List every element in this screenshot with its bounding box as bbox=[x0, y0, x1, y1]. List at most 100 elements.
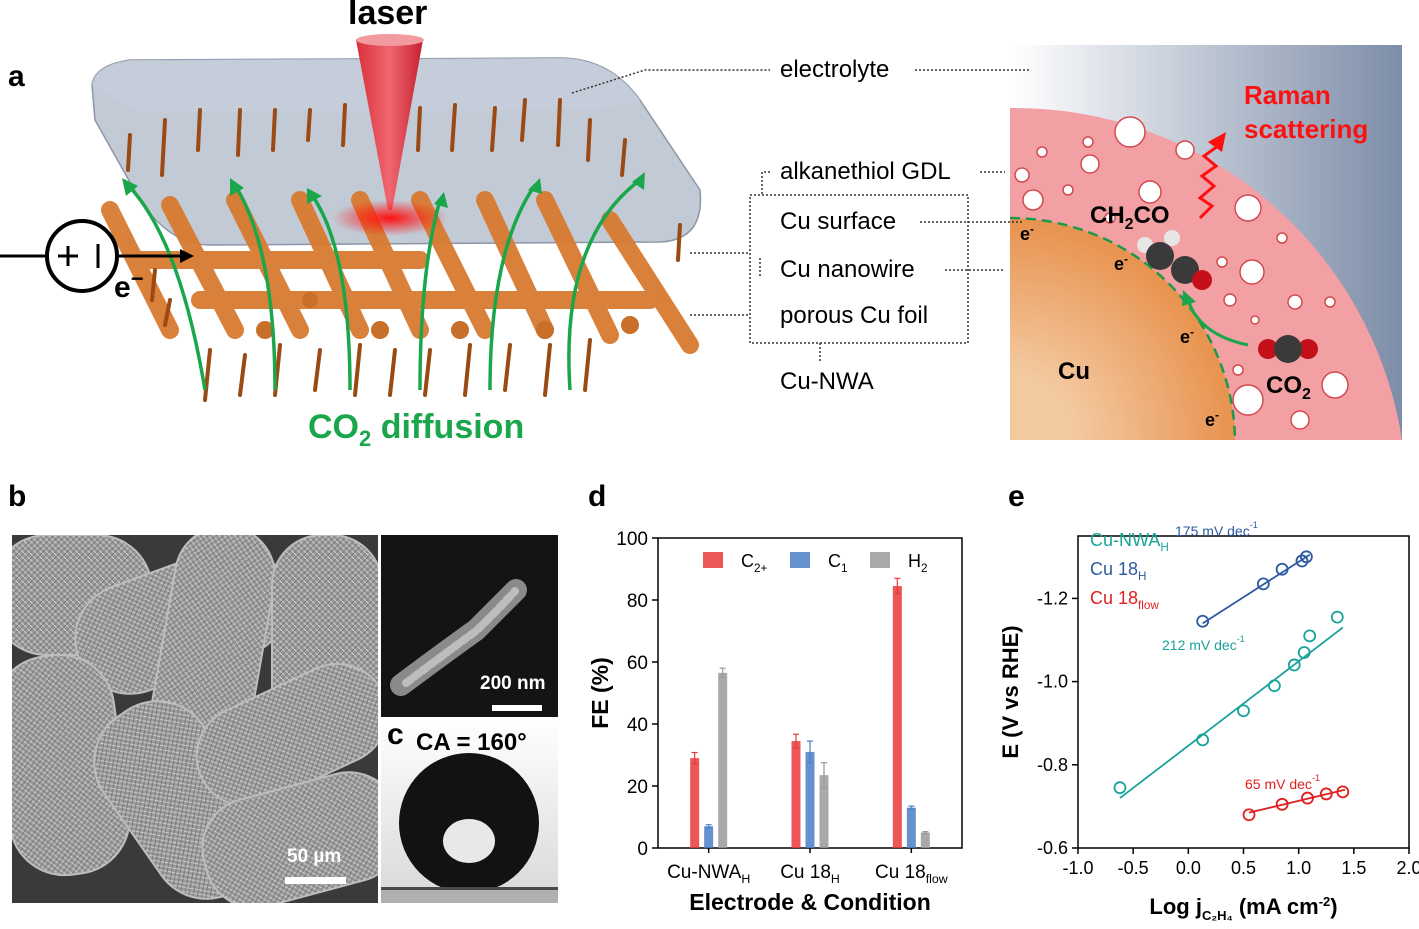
ch2co-molecule bbox=[1137, 230, 1212, 290]
y-tick-label: -0.6 bbox=[1037, 838, 1068, 858]
cu-label: Cu bbox=[1058, 358, 1090, 385]
panel-label-d: d bbox=[588, 480, 607, 513]
y-tick-label: 60 bbox=[627, 653, 648, 674]
plot-frame bbox=[1077, 535, 1410, 849]
y-tick-label: 40 bbox=[627, 715, 648, 736]
panel-label-a: a bbox=[8, 60, 25, 93]
label-cu-nwa: Cu-NWA bbox=[780, 368, 874, 395]
data-point bbox=[1287, 658, 1301, 672]
y-tick-label: -1.0 bbox=[1037, 672, 1068, 692]
co2-to-surface-arrow bbox=[1186, 299, 1249, 347]
contact-angle-value: CA = 160° bbox=[416, 729, 527, 756]
legend-swatch bbox=[870, 552, 890, 568]
x-tick-label: 0.0 bbox=[1176, 858, 1201, 878]
data-point bbox=[1196, 733, 1210, 747]
slope-annotation: 212 mV dec-1 bbox=[1162, 634, 1245, 653]
label-cu-surface: Cu surface bbox=[780, 208, 897, 235]
x-tick-label: Cu-NWAH bbox=[667, 862, 750, 886]
x-axis-label: Log jC₂H₄ (mA cm-2) bbox=[1149, 894, 1337, 923]
data-point bbox=[1301, 791, 1314, 805]
label-electrolyte: electrolyte bbox=[780, 56, 890, 83]
co2-label: CO2 bbox=[1266, 372, 1311, 403]
panel-label-b: b bbox=[8, 480, 27, 513]
legend-label: H2 bbox=[908, 551, 928, 575]
data-point bbox=[1303, 629, 1317, 643]
e-minus-4: e- bbox=[1205, 408, 1220, 430]
x-tick-label: -0.5 bbox=[1118, 858, 1149, 878]
x-tick-label: 1.5 bbox=[1341, 858, 1366, 878]
data-point bbox=[1275, 797, 1289, 811]
x-tick-label: -1.0 bbox=[1062, 858, 1093, 878]
data-point bbox=[1336, 785, 1350, 799]
fit-line bbox=[1248, 788, 1346, 814]
sem-image-main bbox=[12, 535, 378, 903]
bubbles bbox=[1014, 116, 1349, 430]
legend-label: Cu 18flow bbox=[1090, 588, 1159, 612]
label-cu-nanowire: Cu nanowire bbox=[780, 256, 915, 283]
data-point bbox=[1330, 610, 1344, 624]
x-axis-label: Electrode & Condition bbox=[689, 889, 931, 915]
x-tick-label: 0.5 bbox=[1231, 858, 1256, 878]
bar bbox=[718, 672, 728, 848]
y-tick-label: -0.8 bbox=[1037, 755, 1068, 775]
panel-label-c: c bbox=[387, 718, 404, 751]
cu-nanowires bbox=[126, 98, 682, 402]
y-tick-label: 0 bbox=[637, 839, 648, 860]
y-tick-label: 80 bbox=[627, 591, 648, 612]
data-point bbox=[1297, 646, 1311, 659]
legend-label: C1 bbox=[828, 551, 848, 575]
panel-label-e: e bbox=[1008, 480, 1025, 513]
surface-dashed-line bbox=[1009, 216, 1237, 441]
data-point bbox=[1196, 614, 1210, 628]
bar bbox=[704, 826, 714, 848]
raman-scattering-label: Raman scattering bbox=[1244, 80, 1369, 144]
e-minus-3: e- bbox=[1180, 325, 1195, 347]
leader-lines bbox=[571, 69, 1030, 362]
data-point bbox=[1275, 562, 1289, 576]
y-axis-label: E (V vs RHE) bbox=[998, 625, 1023, 758]
data-point bbox=[1319, 787, 1333, 801]
power-source bbox=[45, 219, 119, 293]
bar bbox=[690, 758, 700, 848]
bar bbox=[819, 775, 829, 848]
bar bbox=[892, 586, 902, 848]
bar bbox=[920, 832, 930, 848]
sem-image-inset bbox=[381, 535, 558, 717]
legend-swatch bbox=[703, 552, 723, 568]
x-tick-label: Cu 18flow bbox=[875, 862, 948, 886]
y-tick-label: -1.2 bbox=[1037, 588, 1068, 608]
bar bbox=[805, 751, 815, 848]
label-alkanethiol-gdl: alkanethiol GDL bbox=[780, 158, 951, 185]
bar bbox=[791, 741, 801, 848]
label-porous-cu-foil: porous Cu foil bbox=[780, 302, 929, 329]
e-minus-2: e- bbox=[1114, 252, 1129, 274]
co2-diffusion-label: CO2 diffusion bbox=[308, 408, 525, 451]
x-tick-label: Cu 18H bbox=[780, 862, 840, 886]
scale-bar-50um: 50 µm bbox=[287, 846, 342, 867]
ch2co-label: CH2CO bbox=[1090, 202, 1170, 233]
legend-label: Cu-NWAH bbox=[1090, 530, 1169, 554]
data-point bbox=[1299, 550, 1313, 564]
slope-annotation: 65 mV dec-1 bbox=[1245, 773, 1320, 792]
laser-beam bbox=[356, 40, 423, 210]
data-point bbox=[1242, 808, 1256, 822]
co2-diffusion-arrows bbox=[126, 178, 642, 391]
data-point bbox=[1113, 781, 1127, 795]
y-axis-label: FE (%) bbox=[587, 657, 613, 729]
laser-label: laser bbox=[348, 0, 428, 32]
raman-scattering-arrow bbox=[1197, 144, 1219, 220]
legend-label: Cu 18H bbox=[1090, 559, 1147, 583]
panel-a-schematic bbox=[0, 34, 1402, 441]
electron-label: e− bbox=[114, 266, 144, 304]
data-point bbox=[1295, 554, 1309, 568]
legend-label: C2+ bbox=[741, 551, 768, 575]
x-tick-label: 1.0 bbox=[1286, 858, 1311, 878]
fit-line bbox=[1119, 626, 1344, 799]
y-tick-label: 20 bbox=[627, 777, 648, 798]
e-minus-1: e- bbox=[1020, 222, 1035, 244]
fit-line bbox=[1202, 553, 1311, 625]
slope-annotation: 175 mV dec-1 bbox=[1175, 520, 1258, 539]
co2-molecule bbox=[1258, 335, 1318, 363]
